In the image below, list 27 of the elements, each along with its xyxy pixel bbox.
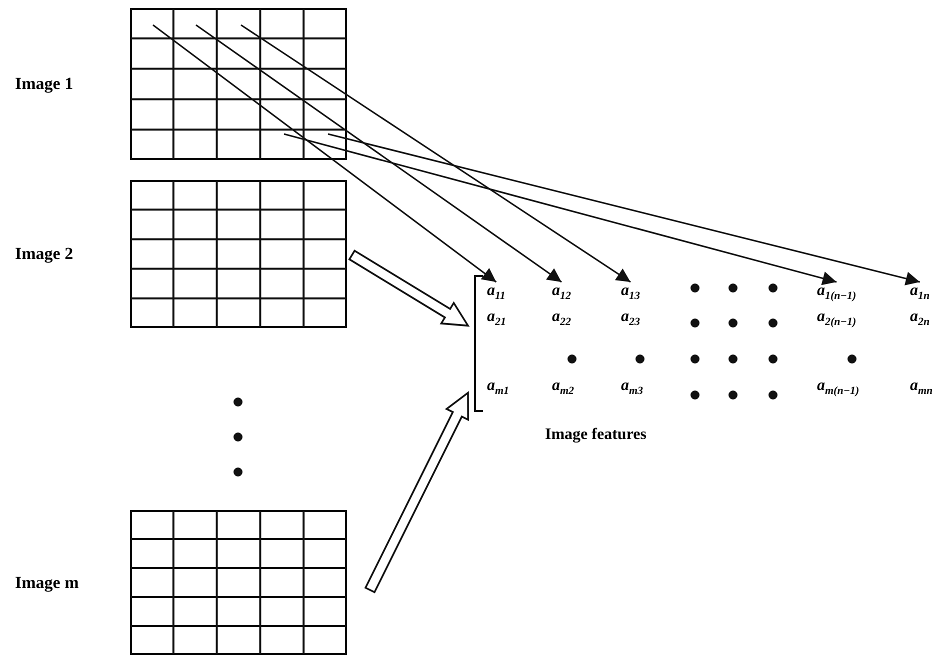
matrix-entry: a$_{m3}$ [621,378,644,398]
matrix-entry: a$_{13}$ [621,283,640,302]
hollow-arrow [364,391,469,594]
matrix-entry: a$_{21}$ [487,309,506,328]
arrow [240,24,631,283]
matrix-entry: a$_{22}$ [552,309,571,328]
arrow [152,24,497,283]
matrix-entry: a$_{23}$ [621,309,640,328]
matrix-entry: a$_{m(n−1)}$ [817,378,860,398]
matrix-entry: a$_{2(n−1)}$ [817,309,856,328]
caption: Image features [545,426,646,444]
arrow [196,24,562,283]
image-label: Image m [15,572,79,592]
arrow [284,133,837,286]
matrix-bracket [474,275,483,412]
matrix-entry: a$_{2n}$ [910,309,930,328]
matrix-entry: a$_{11}$ [487,283,506,302]
image-label: Image 1 [15,74,74,94]
matrix-entry: a$_{1n}$ [910,283,930,302]
matrix-entry: a$_{mn}$ [910,378,933,398]
hollow-arrow [348,250,470,327]
matrix-entry: a$_{12}$ [552,283,571,302]
matrix-entry: a$_{1(n−1)}$ [817,283,856,302]
arrow [328,133,920,286]
matrix-entry: a$_{m1}$ [487,378,510,398]
matrix-entry: a$_{m2}$ [552,378,574,398]
image-label: Image 2 [15,244,74,264]
